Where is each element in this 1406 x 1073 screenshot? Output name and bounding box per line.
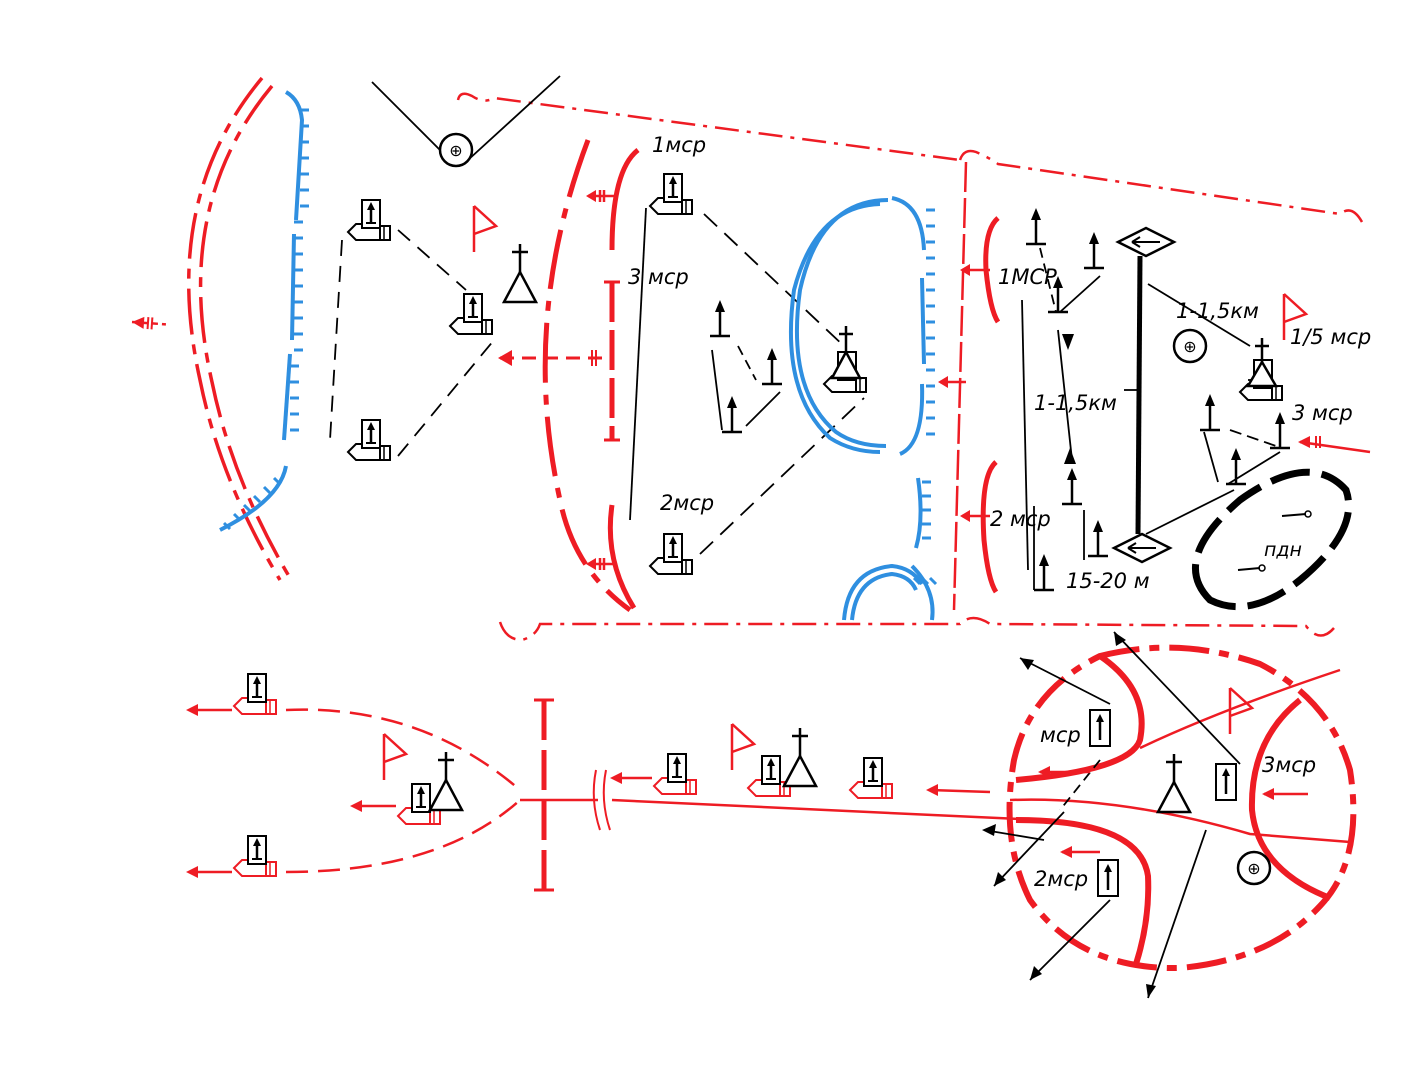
- label-3msr-bottom: 3мср: [1262, 753, 1316, 777]
- label-2msr-top: 2мср: [660, 491, 714, 515]
- trench-tick: [252, 494, 262, 504]
- trench-tick: [242, 503, 252, 513]
- observation-post-icon: [1112, 532, 1172, 564]
- medical-post-icon: [782, 726, 818, 788]
- red-company-brackets-right: [980, 216, 1001, 594]
- label-distance-3: 15-20 м: [1066, 569, 1150, 593]
- artillery-position-icon: [1172, 328, 1208, 364]
- boundary-lines-black: [371, 75, 561, 161]
- platoon-links-left: [329, 229, 495, 457]
- label-1msr-right: 1МСР: [998, 265, 1057, 289]
- medical-post-icon: [1156, 752, 1192, 814]
- observation-post-icon: [1116, 226, 1176, 258]
- attack-arrow-east: [1298, 436, 1371, 454]
- medical-post-icon: [502, 242, 538, 304]
- attack-arrow-mid: [498, 350, 604, 366]
- command-flag-icon: [472, 204, 498, 254]
- infantry-post-icon: [1024, 206, 1048, 246]
- enemy-trench-ticks-mid: [912, 208, 938, 586]
- ifv-icon: [346, 198, 392, 242]
- pdn-area: пдн: [1192, 468, 1353, 611]
- arrow-heads: [982, 632, 1156, 998]
- trench-tick: [272, 476, 282, 486]
- right-sector-lines: [1021, 247, 1281, 590]
- command-flag-icon: [1228, 686, 1254, 736]
- label-platoon-1-5: 1/5 мср: [1290, 325, 1371, 349]
- command-flag-icon: [730, 722, 756, 772]
- enemy-trench-line-left: [219, 90, 305, 532]
- infantry-post-icon: [1268, 410, 1292, 450]
- enemy-position-mid: [788, 196, 935, 621]
- infantry-post-icon: [1086, 518, 1110, 558]
- label-2msr-right: 2 мср: [990, 507, 1051, 531]
- label-2msr-bottom: 2мср: [1034, 867, 1088, 891]
- trench-tick: [928, 576, 938, 586]
- infantry-post-icon: [1198, 392, 1222, 432]
- command-flag-icon: [382, 732, 408, 782]
- label-msr-bottom: мср: [1040, 723, 1081, 747]
- friendly-front-line-left: [187, 76, 292, 581]
- label-3msr-right: 3 мср: [1292, 401, 1353, 425]
- enemy-trench-ticks-left: [222, 108, 309, 531]
- trench-tick: [232, 512, 242, 522]
- infantry-post-icon: [1060, 466, 1084, 506]
- friendly-front-line-mid: [542, 139, 640, 613]
- infantry-post-icon: [1082, 230, 1106, 270]
- small-arrows-right-boundary: [940, 268, 990, 518]
- label-pdn: пдн: [1264, 539, 1302, 561]
- upper-sector-boundary: [456, 92, 1364, 642]
- medical-vehicle-icon: [1238, 338, 1284, 402]
- circle-infantry-boxes: [1089, 709, 1237, 897]
- attack-arrow-west: [130, 314, 168, 332]
- infantry-post-icon: [1032, 552, 1056, 592]
- ifv-icon: [648, 532, 694, 576]
- artillery-position-icon: [1236, 850, 1272, 886]
- label-1msr-top: 1мср: [652, 133, 706, 157]
- medical-vehicle-icon: [822, 326, 868, 394]
- infantry-post-icon: [1224, 446, 1248, 486]
- march-column: [285, 698, 1041, 892]
- label-distance-2: 1-1,5км: [1034, 391, 1117, 415]
- trench-tick: [262, 485, 272, 495]
- trench-tick: [222, 521, 232, 531]
- infantry-post-icon: [720, 394, 744, 434]
- ifv-icon: [648, 172, 694, 216]
- ifv-icon: [448, 292, 494, 336]
- circle-black-arrows: [983, 631, 1241, 999]
- medical-post-icon: [428, 750, 464, 812]
- platoon-links-mid: [629, 207, 865, 555]
- infantry-post-icon: [708, 298, 732, 338]
- infantry-post-icon: [760, 346, 784, 386]
- artillery-position-icon: [438, 132, 474, 168]
- trench-tick: [912, 576, 922, 586]
- trench-tick: [920, 576, 930, 586]
- label-3msr-top: 3 мср: [628, 265, 689, 289]
- ifv-icon: [346, 418, 392, 462]
- label-distance-1: 1-1,5км: [1176, 299, 1259, 323]
